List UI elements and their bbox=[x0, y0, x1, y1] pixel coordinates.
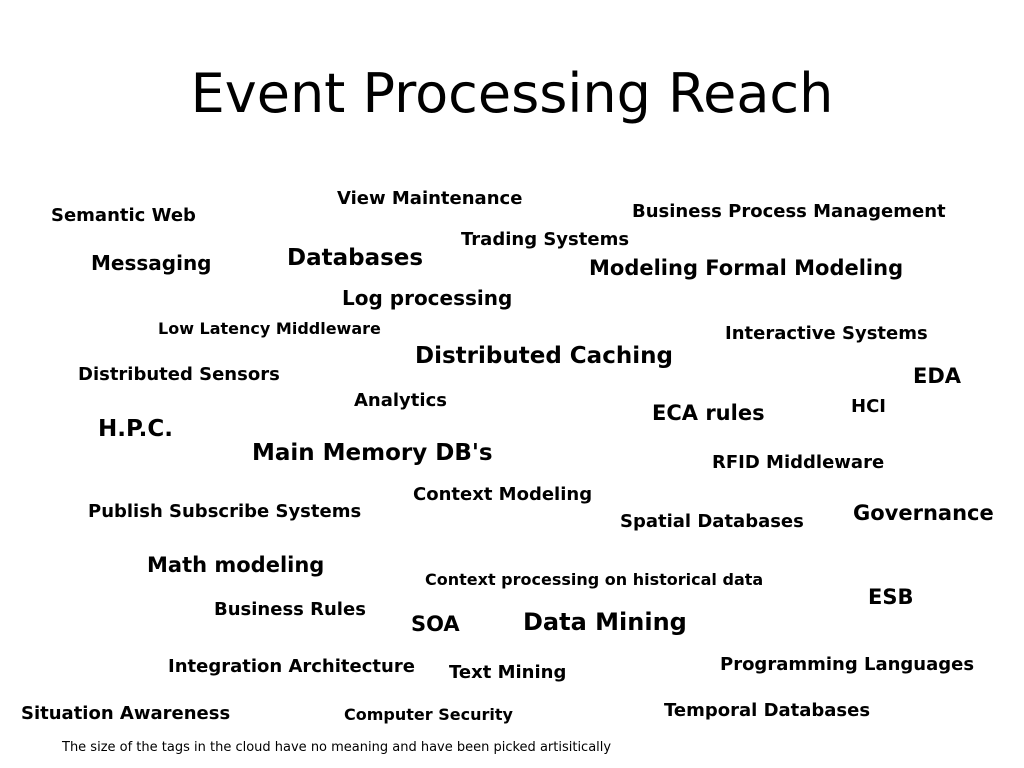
tag-hci: HCI bbox=[851, 396, 886, 417]
tag-main-memory-dbs: Main Memory DB's bbox=[252, 440, 493, 466]
tag-business-rules: Business Rules bbox=[214, 599, 366, 620]
tag-distributed-sensors: Distributed Sensors bbox=[78, 364, 280, 385]
tag-eca-rules: ECA rules bbox=[652, 401, 765, 425]
tag-low-latency-middleware: Low Latency Middleware bbox=[158, 319, 381, 338]
tag-rfid-middleware: RFID Middleware bbox=[712, 452, 885, 473]
tag-situation-awareness: Situation Awareness bbox=[21, 703, 231, 724]
tag-distributed-caching: Distributed Caching bbox=[415, 343, 673, 369]
tag-interactive-systems: Interactive Systems bbox=[725, 323, 928, 344]
tag-context-processing-on-historical-data: Context processing on historical data bbox=[425, 570, 764, 589]
tag-integration-architecture: Integration Architecture bbox=[168, 656, 415, 677]
tag-governance: Governance bbox=[853, 501, 994, 525]
tag-publish-subscribe-systems: Publish Subscribe Systems bbox=[88, 501, 362, 522]
tag-context-modeling: Context Modeling bbox=[413, 484, 593, 505]
tag-spatial-databases: Spatial Databases bbox=[620, 511, 804, 532]
tag-temporal-databases: Temporal Databases bbox=[664, 700, 871, 721]
tag-hpc: H.P.C. bbox=[98, 416, 173, 442]
tag-databases: Databases bbox=[287, 245, 424, 271]
tag-analytics: Analytics bbox=[354, 390, 447, 411]
tag-eda: EDA bbox=[913, 364, 962, 388]
tag-business-process-management: Business Process Management bbox=[632, 201, 946, 222]
tag-semantic-web: Semantic Web bbox=[51, 205, 196, 226]
tag-text-mining: Text Mining bbox=[449, 662, 567, 683]
tag-data-mining: Data Mining bbox=[523, 608, 687, 636]
slide-title: Event Processing Reach bbox=[190, 62, 834, 125]
tag-math-modeling: Math modeling bbox=[147, 553, 325, 577]
footnote: The size of the tags in the cloud have n… bbox=[62, 740, 612, 755]
tag-soa: SOA bbox=[411, 612, 460, 636]
tag-programming-languages: Programming Languages bbox=[720, 654, 975, 675]
tag-log-processing: Log processing bbox=[342, 286, 513, 310]
tag-computer-security: Computer Security bbox=[344, 705, 513, 724]
tag-esb: ESB bbox=[868, 585, 914, 609]
tag-trading-systems: Trading Systems bbox=[461, 229, 630, 250]
tag-view-maintenance: View Maintenance bbox=[337, 188, 523, 209]
tag-messaging: Messaging bbox=[91, 251, 212, 275]
tag-modeling-formal-modeling: Modeling Formal Modeling bbox=[589, 256, 904, 280]
